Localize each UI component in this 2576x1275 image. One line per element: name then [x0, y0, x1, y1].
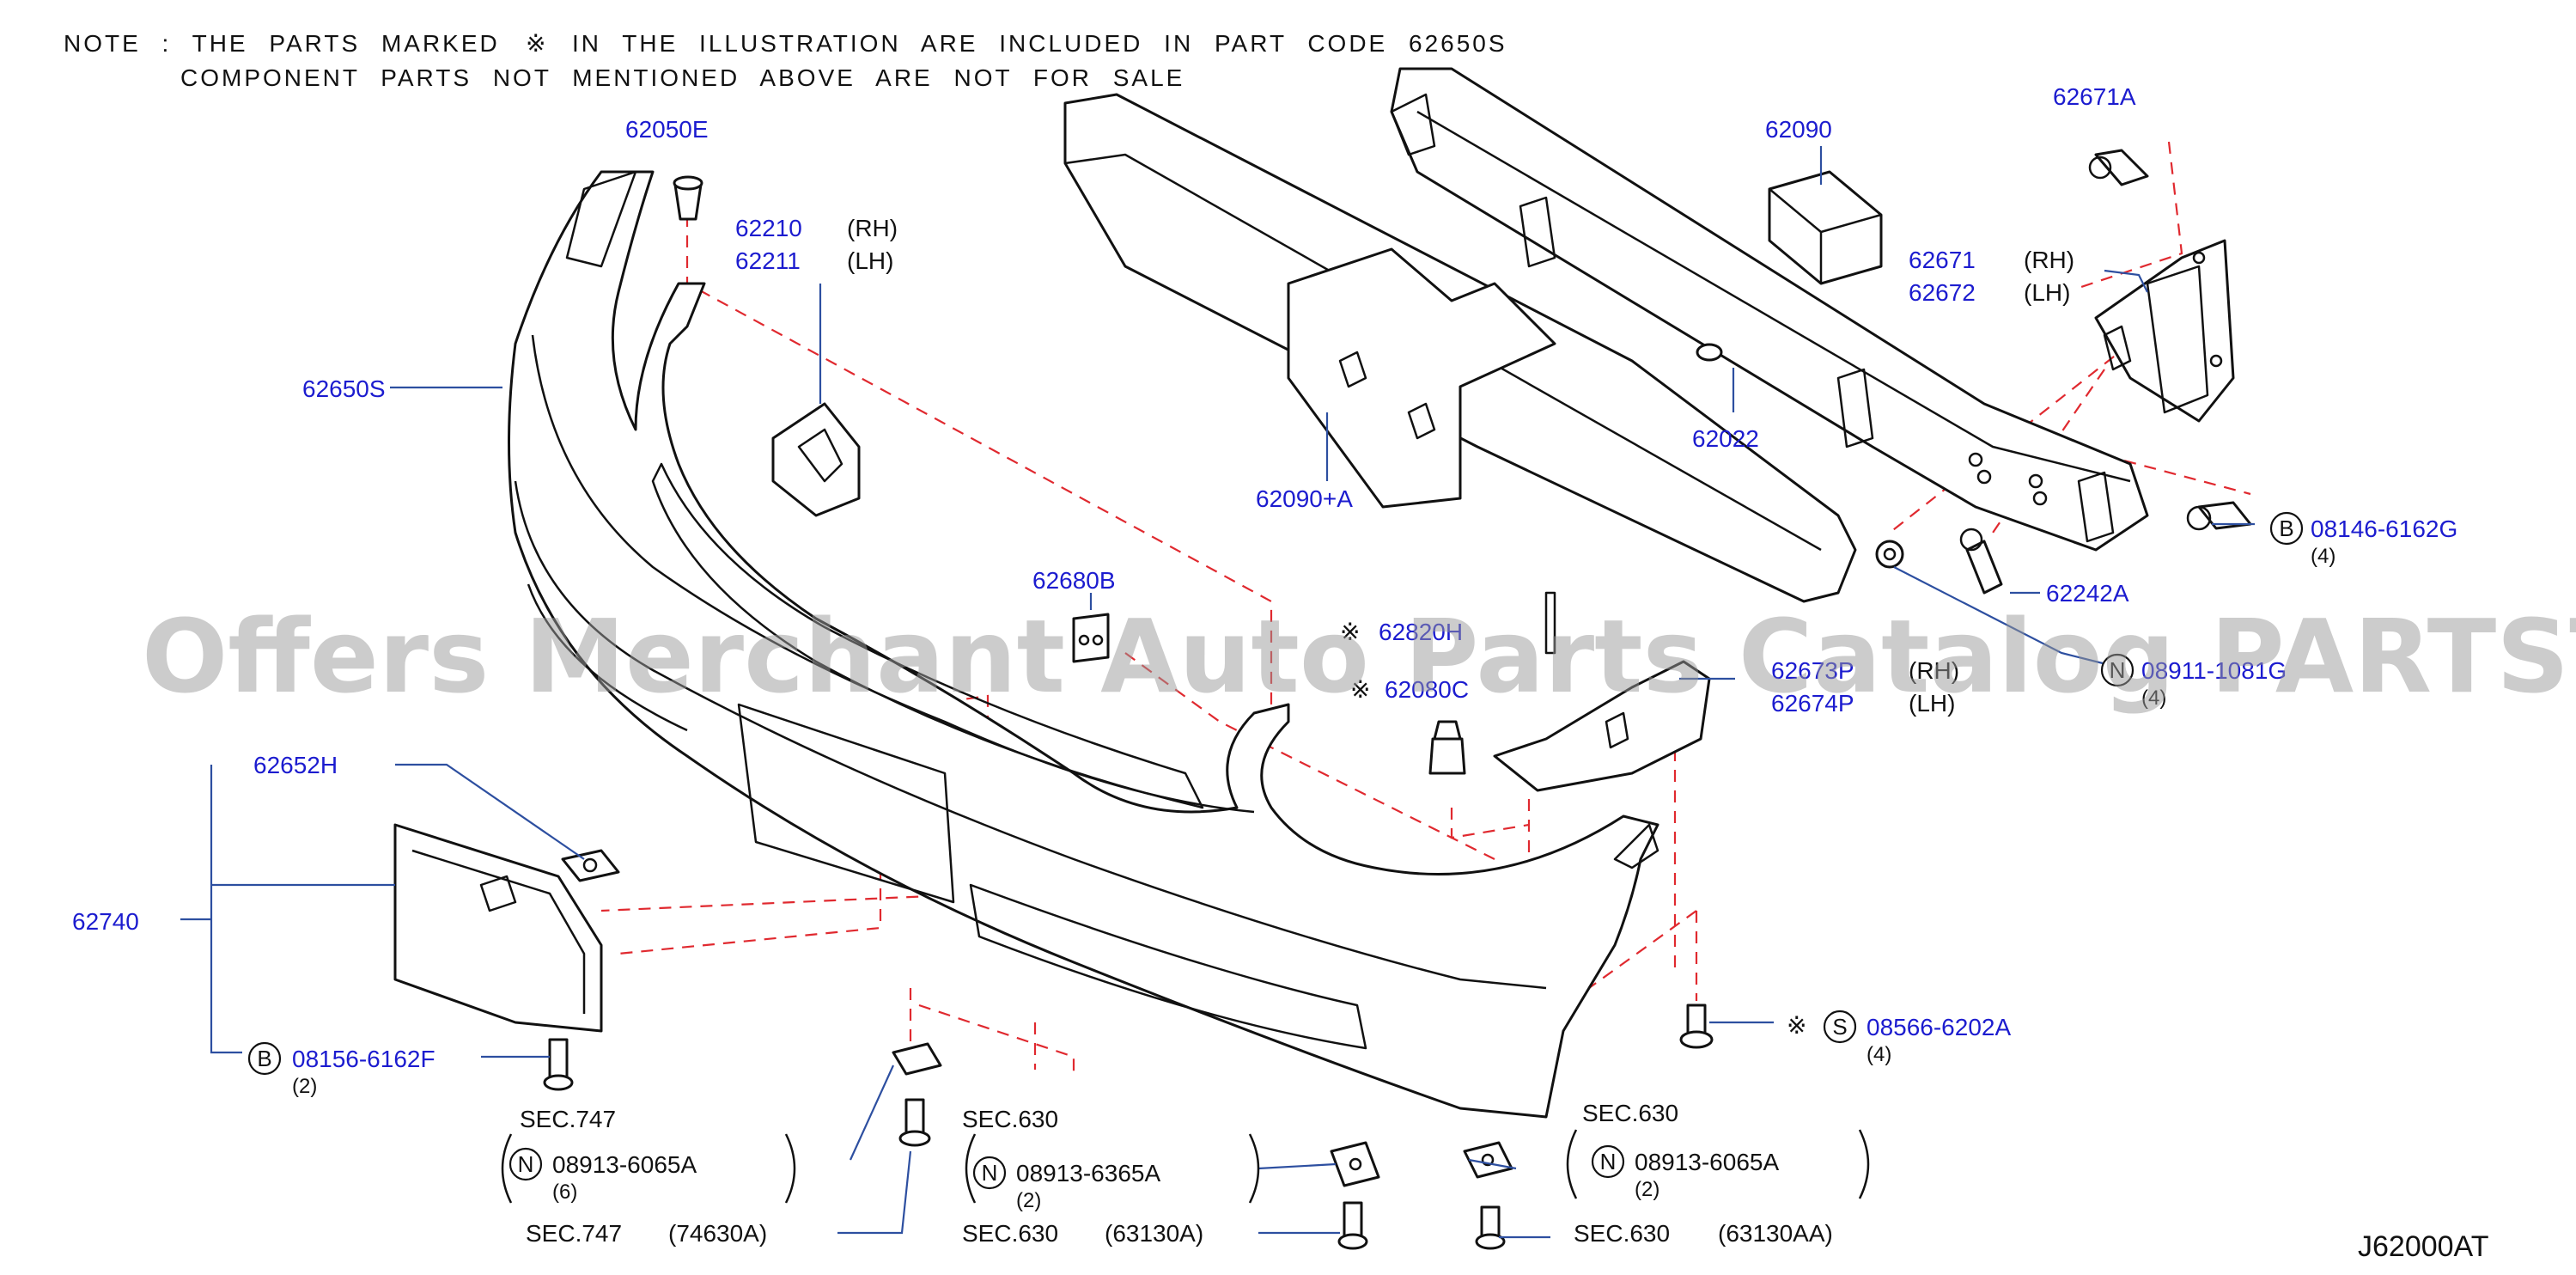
- label-08913-6365A: 08913-6365A: [1016, 1160, 1160, 1187]
- svg-text:B: B: [2279, 515, 2293, 541]
- nut-62652H: [561, 849, 620, 882]
- qty-08566: (4): [1867, 1043, 1891, 1066]
- svg-text:N: N: [982, 1160, 998, 1186]
- label-62674P-side: (LH): [1909, 690, 1955, 717]
- label-sec747-b-ref: (74630A): [668, 1220, 767, 1247]
- bolt-62671A: [2088, 149, 2149, 186]
- bolt-lower-right: [1475, 1205, 1506, 1250]
- label-62673P: 62673P: [1771, 657, 1854, 684]
- qty-08913-6065A-left: (6): [552, 1180, 577, 1204]
- note-line1-prefix: NOTE : THE PARTS MARKED: [64, 30, 500, 57]
- bracket-62680B: [1072, 613, 1110, 663]
- label-62820H: 62820H: [1379, 619, 1463, 645]
- label-62650S: 62650S: [302, 375, 386, 402]
- badge-n-08913-6065A-right: N: [1591, 1144, 1625, 1179]
- label-sec630-b: SEC.630: [962, 1220, 1058, 1247]
- label-sec630-b-ref: (63130A): [1105, 1220, 1203, 1247]
- label-sec630-a: SEC.630: [962, 1106, 1058, 1132]
- svg-text:N: N: [1600, 1149, 1617, 1174]
- label-62673P-side: (RH): [1909, 657, 1959, 684]
- note-mark: ※: [526, 30, 548, 57]
- badge-b-08146: B: [2269, 511, 2304, 546]
- label-sec630-d: SEC.630: [1574, 1220, 1670, 1247]
- label-62671-side: (RH): [2024, 247, 2074, 273]
- label-08913-6065A-left: 08913-6065A: [552, 1151, 697, 1178]
- energy-absorber-62090-A: [1063, 93, 1857, 603]
- svg-text:N: N: [2110, 657, 2126, 683]
- part-62090-block: [1768, 170, 1883, 285]
- leader-lines: [180, 146, 2255, 1239]
- label-62211: 62211: [735, 247, 801, 274]
- watermark: Offers Merchant Auto Parts Catalog PARTS…: [142, 597, 2576, 716]
- label-08911: 08911-1081G: [2141, 657, 2287, 684]
- label-62090: 62090: [1765, 116, 1832, 143]
- mark-62080C: ※: [1350, 676, 1370, 703]
- qty-08913-6365A: (2): [1016, 1189, 1041, 1212]
- clip-lower-left: [892, 1042, 942, 1076]
- note-line2: COMPONENT PARTS NOT MENTIONED ABOVE ARE …: [180, 64, 1184, 91]
- clip-lower-center: [1330, 1141, 1380, 1187]
- qty-08911: (4): [2141, 686, 2166, 710]
- svg-text:N: N: [518, 1151, 534, 1177]
- retainer-62820H: [1544, 591, 1556, 655]
- qty-08146: (4): [2311, 545, 2335, 568]
- label-08566-6202A: 08566-6202A: [1867, 1014, 2011, 1040]
- qty-08156: (2): [292, 1075, 317, 1098]
- bolt-lower-left: [898, 1098, 931, 1147]
- svg-text:S: S: [1832, 1014, 1847, 1040]
- stay-62210-62211: [771, 402, 861, 517]
- label-sec630-d-ref: (63130AA): [1718, 1220, 1833, 1247]
- label-08156-6162F: 08156-6162F: [292, 1046, 435, 1072]
- label-62050E: 62050E: [625, 116, 709, 143]
- qty-08913-6065A-right: (2): [1635, 1178, 1659, 1201]
- license-plate-bracket-62740: [393, 823, 603, 1033]
- badge-n-08911: N: [2100, 653, 2134, 687]
- bracket-62671-62672: [2094, 239, 2235, 423]
- bolt-lower-center: [1337, 1201, 1368, 1250]
- label-62652H: 62652H: [253, 752, 338, 778]
- label-62672: 62672: [1909, 279, 1976, 306]
- clip-62050E: [673, 175, 703, 221]
- nut-08911: [1875, 540, 1904, 569]
- note-block: NOTE : THE PARTS MARKED ※ IN THE ILLUSTR…: [64, 30, 1507, 91]
- mark-08566: ※: [1787, 1012, 1806, 1039]
- badge-b-08156: B: [247, 1041, 282, 1076]
- label-62080C: 62080C: [1385, 676, 1469, 703]
- label-62740: 62740: [72, 908, 139, 935]
- note-line1-suffix: IN THE ILLUSTRATION ARE INCLUDED IN PART…: [572, 30, 1507, 57]
- label-08913-6065A-right: 08913-6065A: [1635, 1149, 1779, 1175]
- badge-n-08913-6365A: N: [972, 1156, 1007, 1190]
- label-62090-A: 62090+A: [1256, 485, 1353, 512]
- diagram-code: J62000AT: [2358, 1230, 2488, 1263]
- svg-text:B: B: [257, 1046, 271, 1071]
- label-sec747-a: SEC.747: [520, 1106, 616, 1132]
- callout-labels: 62050E 62210 (RH) 62211 (LH) 62650S 6209…: [72, 83, 2457, 1247]
- clip-62080C: [1428, 720, 1466, 775]
- badge-n-08913-6065A-left: N: [509, 1147, 543, 1181]
- bolt-08146-6162G: [2186, 501, 2252, 531]
- label-62242A: 62242A: [2046, 580, 2129, 607]
- mark-62820H: ※: [1340, 619, 1360, 645]
- label-62210-side: (RH): [847, 215, 898, 241]
- label-62671: 62671: [1909, 247, 1976, 273]
- bolt-62022: [1696, 343, 1723, 362]
- label-62680B: 62680B: [1032, 567, 1116, 594]
- bolt-08566: [1679, 1004, 1714, 1049]
- group-brackets: [501, 1129, 1870, 1204]
- label-62671A: 62671A: [2053, 83, 2136, 110]
- label-sec630-c: SEC.630: [1582, 1100, 1678, 1126]
- label-62210: 62210: [735, 215, 802, 241]
- label-62022: 62022: [1692, 425, 1759, 452]
- label-sec747-b: SEC.747: [526, 1220, 622, 1247]
- bolt-08156: [543, 1038, 574, 1091]
- bolt-62242A: [1959, 528, 2003, 595]
- label-62674P: 62674P: [1771, 690, 1854, 717]
- label-62211-side: (LH): [847, 247, 893, 274]
- label-62672-side: (LH): [2024, 279, 2070, 306]
- label-08146-6162G: 08146-6162G: [2311, 515, 2457, 542]
- badge-s-08566: S: [1823, 1010, 1857, 1044]
- bumper-fascia-62650S: [508, 170, 1659, 1119]
- bumper-reinforcement: [1390, 67, 2149, 552]
